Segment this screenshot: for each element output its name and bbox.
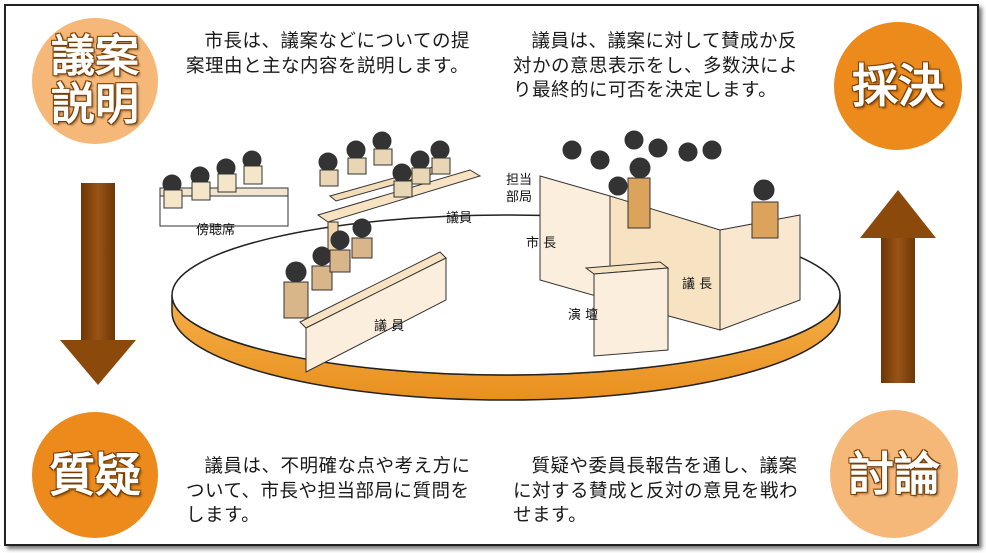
step-question-title: 質疑 bbox=[49, 448, 141, 502]
step-explain-description: 市長は、議案などについての提案理由と主な内容を説明します。 bbox=[186, 31, 470, 77]
step-vote-title: 採決 bbox=[852, 59, 944, 113]
members-lower-label: 議 員 bbox=[374, 319, 404, 334]
step-debate-badge: 討論 bbox=[830, 410, 958, 538]
step-vote-badge: 採決 bbox=[834, 22, 962, 150]
department-label-2: 部局 bbox=[506, 190, 532, 205]
speaker-label: 議 長 bbox=[682, 277, 712, 292]
members-desks-lower bbox=[283, 218, 447, 373]
step-vote-description: 議員は、議案に対して賛成か反対かの意思表示をし、多数決により最終的に可否を決定し… bbox=[513, 31, 799, 102]
members-upper-label: 議員 bbox=[446, 211, 472, 226]
step-debate-title: 討論 bbox=[848, 447, 940, 501]
step-question-description: 議員は、不明確な点や考え方について、市長や担当部局に質問をします。 bbox=[186, 456, 471, 527]
down-arrow-icon bbox=[60, 183, 136, 385]
members-desks-upper bbox=[316, 131, 482, 261]
podium bbox=[584, 261, 670, 357]
up-arrow-icon bbox=[860, 190, 936, 383]
step-explain-badge: 議案説明 bbox=[32, 18, 158, 144]
gallery-label: 傍聴席 bbox=[196, 222, 235, 238]
step-explain-title: 議案説明 bbox=[51, 31, 139, 130]
podium-label: 演 壇 bbox=[568, 307, 598, 323]
mayor-label: 市 長 bbox=[526, 235, 556, 251]
department-label-1: 担当 bbox=[506, 173, 532, 188]
gallery-seats bbox=[159, 150, 289, 227]
step-debate-description: 質疑や委員長報告を通し、議案に対する賛成と反対の意見を戦わせます。 bbox=[513, 456, 799, 527]
step-question-badge: 質疑 bbox=[32, 412, 158, 538]
